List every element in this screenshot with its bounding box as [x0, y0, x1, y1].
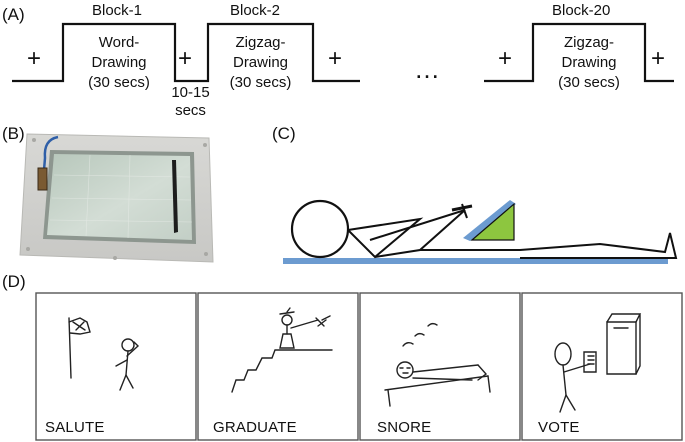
- interval-label: 10-15 secs: [158, 84, 223, 120]
- ellipsis: …: [414, 54, 440, 84]
- block-20-title: Block-20: [552, 2, 611, 19]
- label-snore: SNORE: [377, 419, 432, 436]
- stylus-icon: [172, 160, 178, 233]
- block-1-line2: Drawing: [91, 54, 147, 71]
- subject-body: [347, 217, 424, 259]
- timeline-signal-20: [484, 22, 674, 83]
- label-graduate: GRADUATE: [213, 419, 297, 436]
- rest-plus-3: +: [328, 45, 343, 72]
- rest-plus-5: +: [651, 45, 666, 72]
- block-1-title: Block-1: [92, 2, 143, 19]
- graduate-sketch: [231, 307, 333, 393]
- block-2-line1: Zigzag-: [235, 34, 286, 51]
- drawing-box-graduate: [197, 292, 359, 441]
- tablet-mount-green: [470, 202, 515, 241]
- label-salute: SALUTE: [45, 419, 105, 436]
- stylus-pen: [451, 204, 473, 212]
- rest-plus-1: +: [27, 45, 42, 72]
- panel-label-b: (B): [2, 124, 25, 143]
- block-2-line2: Drawing: [232, 54, 289, 71]
- block-20-label: Zigzag- Drawing (30 secs): [534, 33, 644, 93]
- tablet-cable: [41, 135, 59, 183]
- block-1-label: Word- Drawing (30 secs): [64, 33, 174, 93]
- interval-line1: 10-15: [171, 84, 210, 101]
- interval-line2: secs: [175, 102, 206, 119]
- tablet-connector: [37, 167, 48, 191]
- block-2-label: Zigzag- Drawing (30 secs): [209, 33, 312, 93]
- block-1-line3: (30 secs): [88, 74, 150, 91]
- rest-plus-4: +: [498, 45, 513, 72]
- label-vote: VOTE: [538, 419, 580, 436]
- block-2-title: Block-2: [230, 2, 281, 19]
- timeline-signal-1: [12, 22, 360, 83]
- drawing-box-snore: [359, 292, 521, 441]
- scanner-bed: [283, 258, 668, 264]
- panel-label-a: (A): [2, 5, 25, 24]
- salute-sketch: [68, 317, 140, 391]
- subject-arm: [369, 209, 466, 258]
- block-20-line3: (30 secs): [558, 74, 620, 91]
- block-20-line1: Zigzag-: [563, 34, 615, 51]
- drawing-box-vote: [521, 292, 683, 441]
- panel-label-c: (C): [272, 124, 296, 143]
- snore-sketch: [384, 322, 491, 407]
- subject-legs: [420, 232, 678, 259]
- rest-plus-2: +: [178, 45, 193, 72]
- tablet-mount-blue: [463, 200, 516, 241]
- block-2-line3: (30 secs): [229, 74, 292, 91]
- block-20-line2: Drawing: [561, 54, 617, 71]
- panel-label-d: (D): [2, 272, 26, 291]
- block-1-line1: Word-: [98, 34, 140, 51]
- vote-sketch: [554, 313, 642, 413]
